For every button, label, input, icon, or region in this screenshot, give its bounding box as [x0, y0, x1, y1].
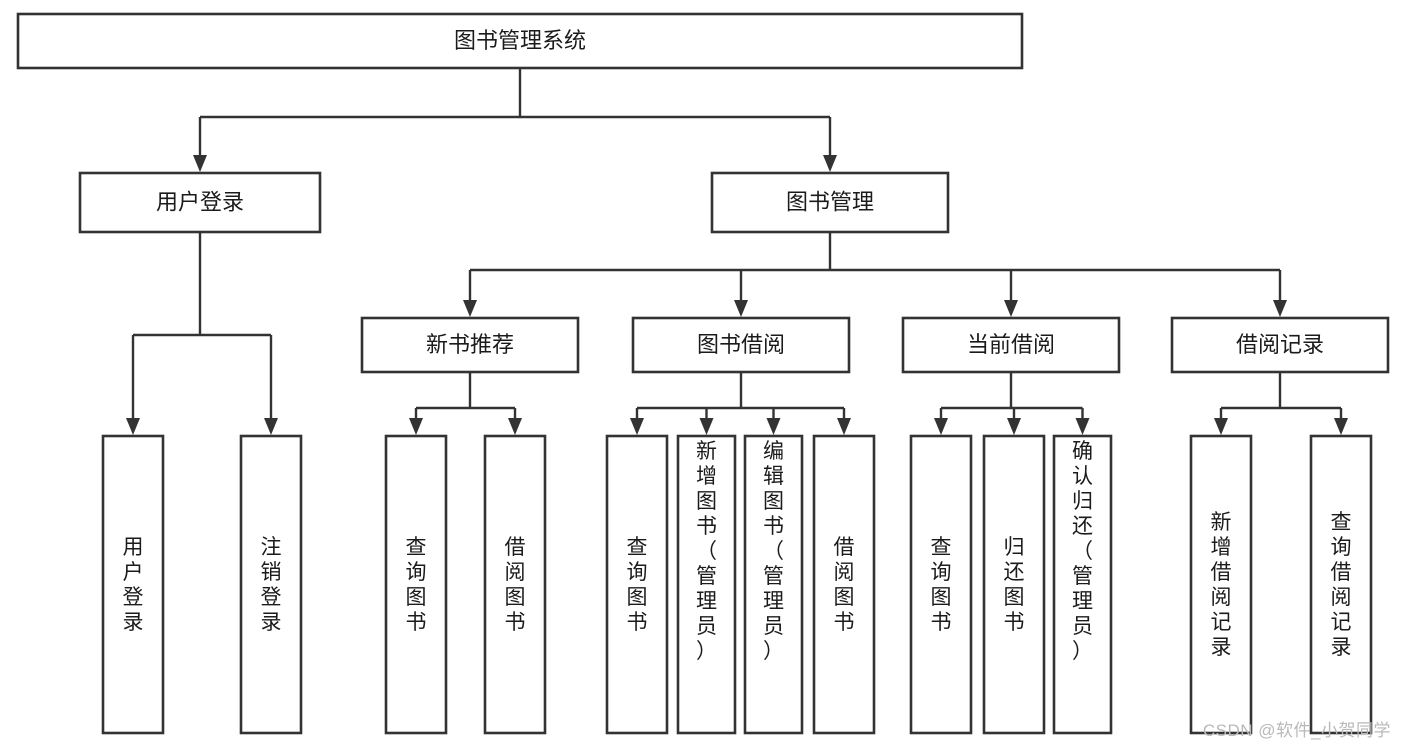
- node-confirm-return-admin[interactable]: 确认归还（管理员）: [1052, 434, 1113, 735]
- node-label-query-book-borrow: 查询图书: [627, 536, 648, 634]
- node-add-book-admin[interactable]: 新增图书（管理员）: [676, 434, 737, 735]
- node-box-borrow-book-rec: [483, 434, 547, 735]
- node-label-borrow-book-action: 借阅图书: [834, 536, 855, 634]
- node-label-user-login: 用户登录: [156, 189, 244, 214]
- root-to-level2-arrow-0: [193, 155, 207, 172]
- node-box-book-management: [710, 171, 950, 234]
- new-book-recommend-to-leaves-arrow-0: [409, 418, 423, 435]
- book-management-to-level3-arrow-0: [463, 300, 477, 317]
- current-borrow-to-leaves-arrow-0: [934, 418, 948, 435]
- node-layer: 图书管理系统用户登录图书管理新书推荐图书借阅当前借阅借阅记录用户登录注销登录查询…: [16, 12, 1390, 735]
- node-label-add-book-admin: 新增图书（管理员）: [696, 440, 717, 663]
- node-label-book-borrow: 图书借阅: [697, 332, 785, 357]
- node-borrow-book-action[interactable]: 借阅图书: [812, 434, 876, 735]
- node-box-borrow-record: [1170, 316, 1390, 374]
- node-box-user-login: [78, 171, 322, 234]
- node-new-book-recommend[interactable]: 新书推荐: [360, 316, 580, 374]
- node-book-borrow[interactable]: 图书借阅: [631, 316, 851, 374]
- node-box-undefined: [16, 12, 1024, 70]
- node-query-book-rec[interactable]: 查询图书: [384, 434, 448, 735]
- book-management-to-level3-arrow-3: [1273, 300, 1287, 317]
- node-label-borrow-book-rec: 借阅图书: [505, 536, 526, 634]
- node-label-confirm-return-admin: 确认归还（管理员）: [1072, 440, 1093, 663]
- watermark-label: CSDN @软件_小贺同学: [1202, 721, 1391, 740]
- node-box-add-borrow-record: [1189, 434, 1253, 735]
- current-borrow-to-leaves-arrow-2: [1075, 418, 1090, 435]
- current-borrow-to-leaves-arrow-1: [1007, 418, 1021, 435]
- book-borrow-to-leaves-arrow-3: [837, 418, 851, 435]
- node-box-confirm-return-admin: [1052, 434, 1113, 735]
- node-label-undefined: 图书管理系统: [454, 28, 586, 53]
- node-current-borrow[interactable]: 当前借阅: [901, 316, 1121, 374]
- node-add-borrow-record[interactable]: 新增借阅记录: [1189, 434, 1253, 735]
- node-user-login[interactable]: 用户登录: [78, 171, 322, 234]
- node-box-query-book-rec: [384, 434, 448, 735]
- node-user-login-leaf[interactable]: 用户登录: [101, 434, 165, 735]
- node-query-book-current[interactable]: 查询图书: [909, 434, 973, 735]
- node-logout-leaf[interactable]: 注销登录: [239, 434, 303, 735]
- node-label-query-book-current: 查询图书: [931, 536, 952, 634]
- user-login-to-leaves-arrow-0: [126, 418, 140, 435]
- node-label-current-borrow: 当前借阅: [967, 332, 1055, 357]
- book-management-to-level3-arrow-2: [1004, 300, 1018, 317]
- node-box-user-login-leaf: [101, 434, 165, 735]
- borrow-record-to-leaves-arrow-1: [1334, 418, 1348, 435]
- node-label-query-borrow-record: 查询借阅记录: [1331, 511, 1352, 659]
- node-box-borrow-book-action: [812, 434, 876, 735]
- node-box-logout-leaf: [239, 434, 303, 735]
- node-undefined[interactable]: 图书管理系统: [16, 12, 1024, 70]
- book-borrow-to-leaves-arrow-1: [699, 418, 714, 435]
- connector-layer: [126, 68, 1348, 435]
- node-query-book-borrow[interactable]: 查询图书: [605, 434, 669, 735]
- node-box-book-borrow: [631, 316, 851, 374]
- node-book-management[interactable]: 图书管理: [710, 171, 950, 234]
- node-label-edit-book-admin: 编辑图书（管理员）: [763, 440, 784, 663]
- node-box-query-book-current: [909, 434, 973, 735]
- node-box-add-book-admin: [676, 434, 737, 735]
- node-borrow-book-rec[interactable]: 借阅图书: [483, 434, 547, 735]
- book-borrow-to-leaves-arrow-2: [766, 418, 781, 435]
- node-box-query-book-borrow: [605, 434, 669, 735]
- node-box-return-book: [982, 434, 1046, 735]
- book-borrow-to-leaves-arrow-0: [630, 418, 644, 435]
- node-label-return-book: 归还图书: [1004, 536, 1025, 634]
- node-box-new-book-recommend: [360, 316, 580, 374]
- node-box-query-borrow-record: [1309, 434, 1373, 735]
- user-login-to-leaves-arrow-1: [264, 418, 278, 435]
- node-box-edit-book-admin: [743, 434, 804, 735]
- node-label-new-book-recommend: 新书推荐: [426, 332, 514, 357]
- node-label-add-borrow-record: 新增借阅记录: [1211, 511, 1232, 659]
- node-return-book[interactable]: 归还图书: [982, 434, 1046, 735]
- node-label-logout-leaf: 注销登录: [261, 536, 282, 634]
- new-book-recommend-to-leaves-arrow-1: [508, 418, 522, 435]
- borrow-record-to-leaves-arrow-0: [1214, 418, 1228, 435]
- node-label-user-login-leaf: 用户登录: [123, 536, 144, 634]
- node-edit-book-admin[interactable]: 编辑图书（管理员）: [743, 434, 804, 735]
- root-to-level2-arrow-1: [823, 155, 837, 172]
- node-borrow-record[interactable]: 借阅记录: [1170, 316, 1390, 374]
- node-label-book-management: 图书管理: [786, 189, 874, 214]
- node-query-borrow-record[interactable]: 查询借阅记录: [1309, 434, 1373, 735]
- node-label-query-book-rec: 查询图书: [406, 536, 427, 634]
- book-management-to-level3-arrow-1: [734, 300, 748, 317]
- node-label-borrow-record: 借阅记录: [1236, 332, 1324, 357]
- node-box-current-borrow: [901, 316, 1121, 374]
